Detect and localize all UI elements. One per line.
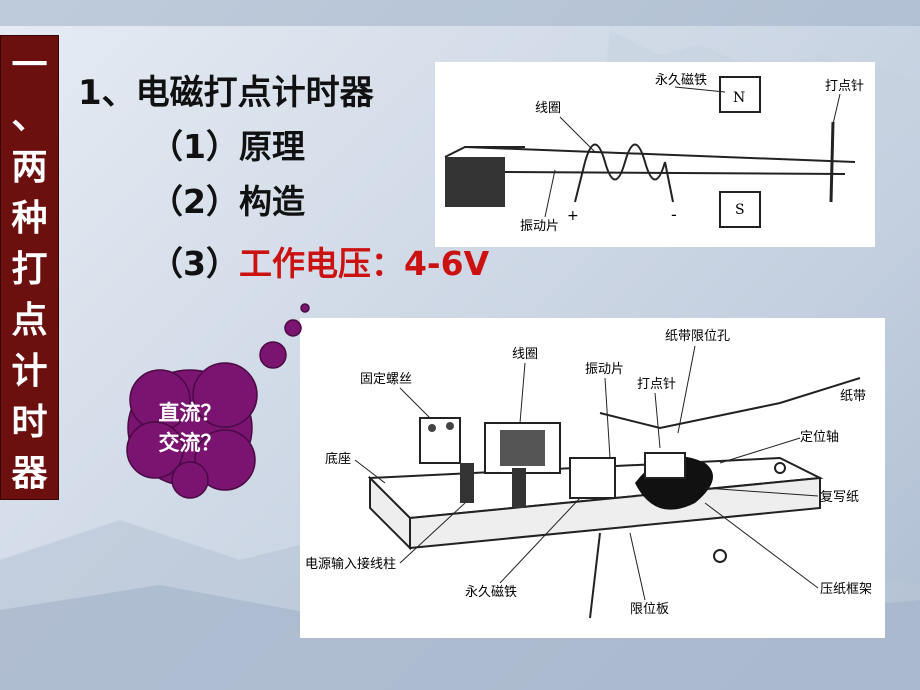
terminal-plus: + [567,208,579,224]
label-magnet: 永久磁铁 [655,73,707,88]
principle-diagram: N S 永久磁铁 线圈 打点针 振动片 + - [435,62,875,247]
label-carbon: 复写纸 [820,490,859,505]
side-title-char: 器 [11,453,48,494]
terminal-minus: - [671,205,677,224]
side-title-char: 点 [11,300,48,341]
coil-winding [500,430,545,466]
label-terminals: 电源输入接线柱 [305,556,396,572]
background-band [0,0,920,26]
cloud-text: 直流？ 交流？ [130,398,250,458]
item-principle: （1）原理 [150,120,305,168]
item-label: （1）原理 [150,127,305,166]
item-label: （3） [150,244,239,283]
item-voltage: （3）工作电压：4-6V [150,237,489,285]
label-limit-plate: 限位板 [630,602,669,617]
side-title-char: 、 [11,96,48,137]
label-screw: 固定螺丝 [360,372,412,387]
reed-strip [464,146,856,163]
label-reed-b: 振动片 [585,362,624,377]
section-heading: 1、电磁打点计时器 [78,73,374,113]
label-magnet-b: 永久磁铁 [465,585,517,600]
label-needle-b: 打点针 [637,377,676,392]
screw-block [419,417,461,464]
paper-tape [599,377,861,430]
label-press-frame: 压纸框架 [820,582,872,597]
item-label: （2）构造 [150,182,305,221]
label-reed: 振动片 [520,219,559,234]
magnet-block [569,457,616,499]
label-axis: 定位轴 [800,430,839,445]
voltage-highlight: 工作电压：4-6V [238,244,490,283]
side-title-char: 计 [11,351,48,392]
label-coil-b: 线圈 [512,347,538,362]
terminal-post-1 [460,463,474,503]
structure-diagram: 线圈 固定螺丝 振动片 打点针 纸带限位孔 纸带 定位轴 复写纸 底座 电源输入… [300,318,885,638]
coil-drawing [584,143,666,181]
label-coil: 线圈 [535,101,561,116]
side-title-char: 种 [11,198,48,239]
cloud-line-dc: 直流？ [158,401,222,425]
side-title-char: 打 [11,249,48,290]
item-structure: （2）构造 [150,175,305,223]
terminal-post-2 [512,468,526,508]
magnet-n-letter: N [733,90,745,106]
side-title-char: 两 [11,147,48,188]
label-base: 底座 [325,451,351,467]
reed-mount-block [445,157,505,207]
magnet-n-block [719,76,761,113]
magnet-s-letter: S [735,202,745,218]
label-hole: 纸带限位孔 [665,329,730,344]
cloud-line-ac: 交流？ [158,431,222,455]
magnet-s-block [719,191,761,228]
label-needle: 打点针 [825,79,864,94]
side-title-char: 一 [11,45,48,86]
side-title-char: 时 [11,402,48,443]
thought-cloud [126,303,310,499]
label-tape: 纸带 [840,389,866,404]
side-title: 一 、 两 种 打 点 计 时 器 [0,35,59,500]
needle-drawing [829,121,835,203]
